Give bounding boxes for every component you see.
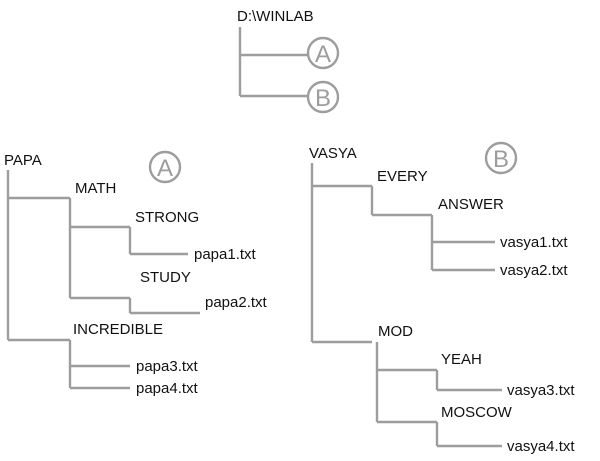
vasya-folder-label: VASYA (309, 145, 357, 162)
tree-a: A PAPA MATH STRONG papa1.txt STUDY papa2… (4, 150, 268, 397)
tree-b-connector-lines (310, 163, 502, 448)
vasya2-file-label: vasya2.txt (500, 262, 568, 279)
incredible-folder-label: INCREDIBLE (73, 321, 163, 338)
math-folder-label: MATH (75, 180, 116, 197)
tree-a-connector-lines (6, 170, 200, 390)
winlab-child-b-circle (306, 80, 340, 114)
winlab-label: D:\WINLAB (237, 8, 314, 25)
winlab-child-b-label: B (315, 85, 331, 112)
vasya3-file-label: vasya3.txt (507, 382, 575, 399)
tree-a-badge-circle (148, 150, 182, 184)
winlab-connector-lines (238, 27, 308, 98)
study-folder-label: STUDY (140, 269, 191, 286)
vasya4-file-label: vasya4.txt (507, 438, 575, 455)
vasya1-file-label: vasya1.txt (500, 234, 568, 251)
papa1-file-label: papa1.txt (194, 246, 257, 263)
moscow-folder-label: MOSCOW (441, 404, 513, 421)
answer-folder-label: ANSWER (438, 196, 504, 213)
tree-b-badge-circle (484, 141, 518, 175)
papa3-file-label: papa3.txt (136, 358, 199, 375)
papa-folder-label: PAPA (4, 152, 42, 169)
winlab-tree: D:\WINLAB A B (237, 8, 340, 114)
winlab-child-a-label: A (315, 41, 331, 68)
tree-b: B VASYA EVERY ANSWER vasya1.txt vasya2.t… (309, 141, 575, 455)
tree-b-badge-label: B (493, 146, 509, 173)
yeah-folder-label: YEAH (441, 351, 482, 368)
strong-folder-label: STRONG (135, 209, 199, 226)
winlab-child-a-circle (306, 36, 340, 70)
papa2-file-label: papa2.txt (205, 294, 268, 311)
every-folder-label: EVERY (377, 168, 428, 185)
papa4-file-label: papa4.txt (136, 380, 199, 397)
mod-folder-label: MOD (378, 323, 413, 340)
tree-a-badge-label: A (157, 155, 173, 182)
